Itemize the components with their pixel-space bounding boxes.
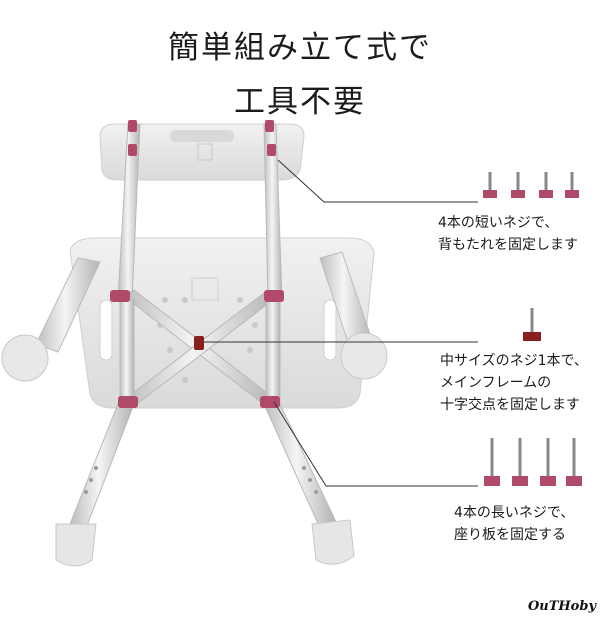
headline-line-1: 簡単組み立て式で	[168, 30, 432, 66]
callout-leaders	[204, 159, 478, 487]
callout-line: メインフレームの	[440, 375, 552, 391]
medium-screw	[523, 308, 541, 341]
seat-board	[69, 237, 375, 409]
callout-line: 十字交点を固定します	[440, 397, 580, 413]
callout-back-screws: 4本の短いネジで、 背もたれを固定します	[438, 212, 578, 256]
long-screw	[484, 438, 500, 486]
left-armrest	[1, 257, 101, 382]
backrest	[99, 123, 305, 181]
short-screw	[539, 172, 553, 198]
long-screws-group	[484, 438, 582, 486]
callout-line: 背もたれを固定します	[438, 237, 578, 253]
long-screw	[566, 438, 582, 486]
right-armrest	[319, 251, 388, 380]
long-screw	[512, 438, 528, 486]
callout-line: 中サイズのネジ1本で、	[440, 353, 588, 369]
callout-center-screw: 中サイズのネジ1本で、 メインフレームの 十字交点を固定します	[440, 350, 588, 416]
back-screws	[128, 120, 276, 156]
callout-seat-screws: 4本の長いネジで、 座り板を固定する	[454, 502, 574, 546]
short-screws-group	[483, 172, 579, 198]
brand-logo: OuTHoby	[527, 599, 596, 614]
callout-line: 座り板を固定する	[454, 527, 566, 543]
long-screw	[540, 438, 556, 486]
seat-screws	[110, 290, 284, 408]
right-foot-cap	[311, 519, 355, 565]
center-screw	[194, 336, 204, 350]
short-screw	[565, 172, 579, 198]
callout-line: 4本の短いネジで、	[438, 215, 559, 231]
callout-line: 4本の長いネジで、	[454, 505, 575, 521]
left-foot-cap	[55, 523, 97, 567]
short-screw	[483, 172, 497, 198]
legs	[55, 403, 355, 567]
headline-line-2: 工具不要	[234, 84, 366, 120]
short-screw	[511, 172, 525, 198]
